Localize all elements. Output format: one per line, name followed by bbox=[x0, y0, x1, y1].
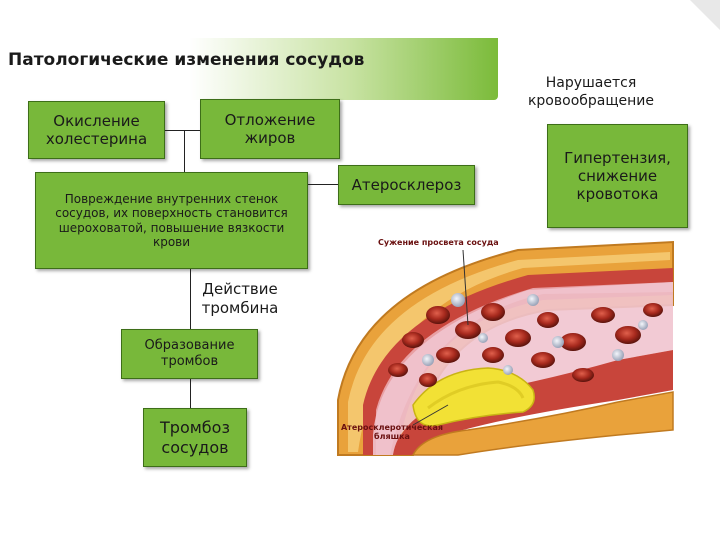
vessel-lumen-body bbox=[373, 282, 673, 455]
box-atherosclerosis: Атеросклероз bbox=[338, 165, 475, 205]
page-title: Патологические изменения сосудов bbox=[8, 50, 365, 70]
box-cholesterol-oxidation: Окисление холестерина bbox=[28, 101, 165, 159]
connector-damage-atherosclerosis bbox=[308, 184, 338, 185]
vessel-outer-highlight bbox=[348, 252, 670, 452]
vessel-lower-outer bbox=[411, 391, 674, 456]
box-fats-text: Отложение жиров bbox=[224, 111, 316, 147]
plaque-label: Атеросклеротическая бляшка bbox=[340, 423, 444, 442]
connector-fats-left bbox=[184, 130, 200, 131]
plaque-annotation: Атеросклеротическая бляшка bbox=[322, 423, 462, 441]
label-circulation-impaired: Нарушается кровообращение bbox=[510, 75, 672, 110]
box-cholesterol-text: Окисление холестерина bbox=[45, 112, 148, 148]
circulation-text: Нарушается кровообращение bbox=[527, 75, 655, 109]
box-vessel-damage: Повреждение внутренних стенок сосудов, и… bbox=[35, 172, 308, 269]
box-clots-text: Образование тромбов bbox=[144, 338, 235, 369]
narrowing-leader bbox=[462, 249, 469, 326]
box-thrombosis: Тромбоз сосудов bbox=[143, 408, 247, 467]
white-blood-cells bbox=[422, 293, 648, 375]
red-blood-cells bbox=[388, 303, 663, 387]
box-hypertension-text: Гипертензия, снижение кровотока bbox=[564, 149, 671, 203]
plaque-leader bbox=[412, 404, 449, 426]
narrowing-label: Сужение просвета сосуда bbox=[378, 238, 499, 247]
vessel-illustration bbox=[337, 240, 674, 456]
connector-cholesterol-down bbox=[184, 130, 185, 172]
plaque-texture bbox=[427, 380, 525, 410]
title-banner bbox=[0, 38, 498, 100]
box-hypertension: Гипертензия, снижение кровотока bbox=[547, 124, 688, 228]
label-thrombin: Действие тромбина bbox=[192, 280, 288, 318]
box-damage-text: Повреждение внутренних стенок сосудов, и… bbox=[55, 191, 288, 249]
corner-decoration bbox=[690, 0, 720, 30]
box-atherosclerosis-text: Атеросклероз bbox=[351, 176, 462, 194]
connector-damage-down bbox=[190, 269, 191, 329]
narrowing-annotation: Сужение просвета сосуда bbox=[378, 238, 499, 247]
box-clot-formation: Образование тромбов bbox=[121, 329, 258, 379]
box-fat-deposition: Отложение жиров bbox=[200, 99, 340, 159]
box-thrombosis-text: Тромбоз сосудов bbox=[160, 418, 230, 457]
connector-cholesterol-right bbox=[165, 130, 185, 131]
connector-clots-down bbox=[190, 379, 191, 408]
thrombin-text: Действие тромбина bbox=[201, 280, 279, 317]
